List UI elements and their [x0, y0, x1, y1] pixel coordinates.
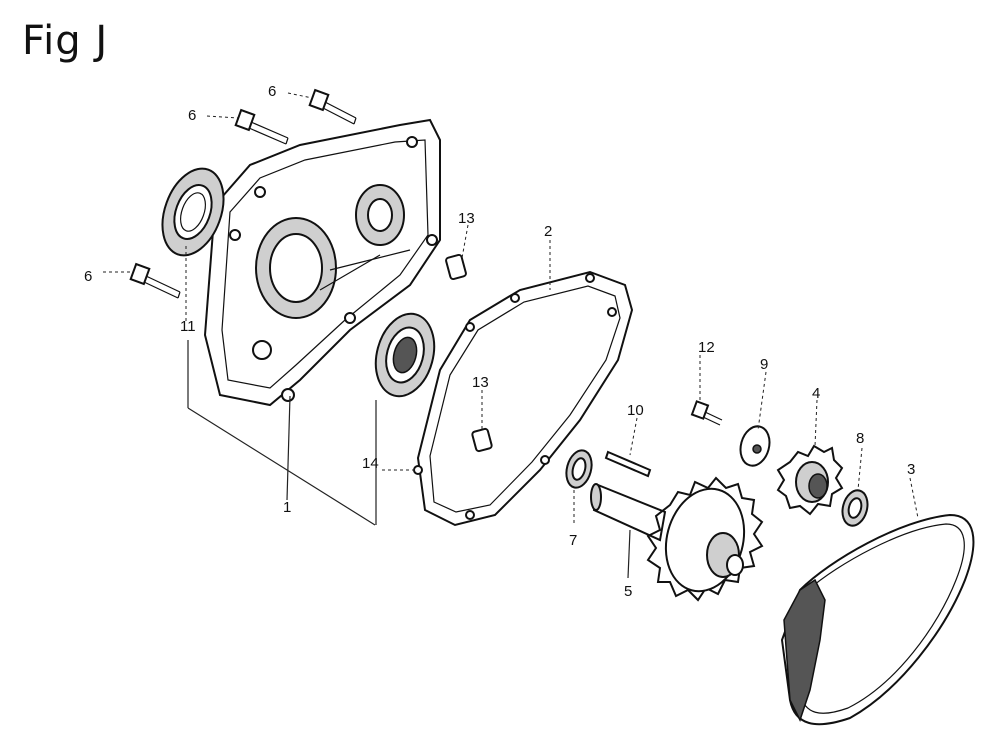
bolt-lower — [129, 262, 181, 299]
callout-14: 14 — [362, 455, 379, 472]
callout-11: 11 — [180, 318, 196, 335]
callout-10: 10 — [627, 402, 644, 419]
figure-title: Fig J — [22, 18, 109, 64]
callout-1: 1 — [283, 499, 291, 516]
callout-2: 2 — [544, 223, 552, 240]
key — [604, 450, 652, 478]
gasket — [413, 270, 634, 527]
callout-13-upper: 13 — [458, 210, 475, 227]
oil-seal — [161, 167, 225, 257]
ball-bearing — [374, 312, 436, 398]
callouts: 1 2 3 4 5 6 6 6 7 8 9 10 11 12 13 13 14 — [84, 83, 915, 600]
countershaft — [590, 483, 667, 542]
dowel-pin-lower — [471, 427, 493, 453]
dowel-pin-upper — [445, 253, 467, 281]
callout-6-upper: 6 — [268, 83, 276, 100]
callout-7: 7 — [569, 532, 577, 549]
drive-chain — [780, 513, 975, 726]
callout-6-middle: 6 — [188, 107, 196, 124]
driven-sprocket — [646, 476, 764, 602]
callout-8: 8 — [856, 430, 864, 447]
callout-5: 5 — [624, 583, 632, 600]
leader-lines — [103, 92, 919, 579]
bolt-upper — [308, 88, 357, 125]
callout-13-lower: 13 — [472, 374, 489, 391]
bolt-middle — [234, 108, 289, 145]
callout-4: 4 — [812, 385, 820, 402]
callout-9: 9 — [760, 356, 768, 373]
drive-sprocket — [776, 444, 844, 516]
washer-large — [841, 489, 869, 527]
transmission-case — [203, 118, 441, 407]
callout-12: 12 — [698, 339, 715, 356]
flange-bolt — [690, 400, 723, 426]
callout-3: 3 — [907, 461, 915, 478]
washer-plate — [739, 425, 771, 467]
washer-small — [565, 449, 593, 489]
callout-6-lower: 6 — [84, 268, 92, 285]
